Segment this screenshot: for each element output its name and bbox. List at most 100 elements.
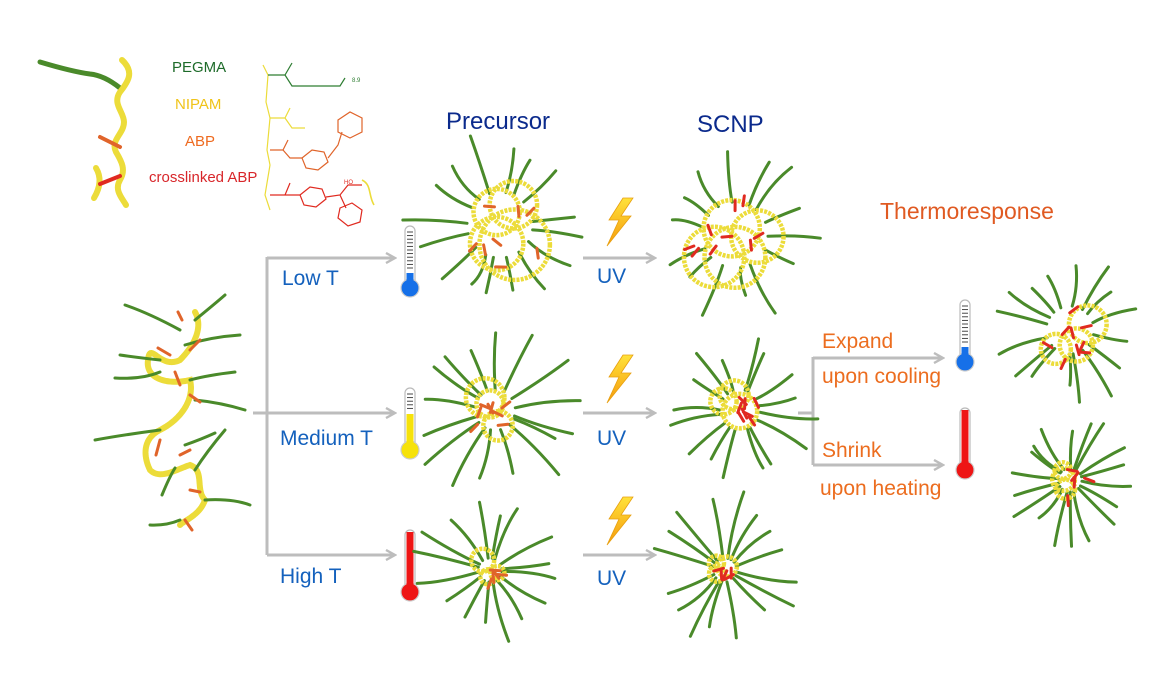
pegma-arm — [1053, 490, 1069, 548]
abp-crosslink — [488, 568, 502, 573]
abp-crosslink — [482, 204, 496, 209]
nipam-loop — [467, 214, 526, 273]
pegma-arm — [1078, 446, 1126, 476]
pegma-arm — [732, 529, 772, 564]
nipam-loop — [681, 224, 747, 290]
pegma-arm — [517, 250, 546, 291]
pegma-arm — [726, 490, 746, 560]
thermometer-hot-2 — [400, 529, 420, 602]
label-medium-t: Medium T — [280, 427, 373, 450]
pegma-arm — [1092, 333, 1129, 343]
abp-pendant — [188, 488, 202, 494]
nipam-loop — [1038, 331, 1074, 367]
abp-crosslink — [468, 242, 478, 253]
pegma-arm — [1080, 479, 1133, 488]
pegma-arm — [758, 410, 820, 421]
label-upon-heating: upon heating — [820, 477, 942, 500]
abp-crosslink — [737, 395, 748, 406]
abp-crosslink — [719, 567, 724, 581]
pegma-arm — [123, 303, 182, 332]
pegma-arm — [709, 426, 732, 461]
pegma-arm — [720, 358, 735, 393]
pegma-arm — [726, 150, 734, 204]
nipam-loop — [702, 224, 768, 291]
pegma-arm — [188, 370, 237, 382]
legend-abp: ABP — [185, 133, 216, 150]
pegma-arm — [469, 349, 489, 393]
abp-crosslink — [491, 237, 503, 247]
nipam-backbone — [111, 57, 133, 208]
lightning-icon-medium — [606, 354, 634, 404]
pegma-arm — [148, 518, 182, 527]
pegma-arm — [492, 331, 498, 392]
pegma-arm — [445, 575, 482, 603]
pegma-arm — [113, 370, 162, 380]
abp-crosslink — [752, 396, 760, 409]
title-precursor: Precursor — [446, 108, 551, 135]
legend-chain-illustration — [37, 57, 133, 208]
abp-crosslink — [525, 206, 536, 217]
abp-crosslink — [1083, 476, 1096, 484]
pegma-arm — [1068, 490, 1074, 548]
pegma-arm — [504, 255, 515, 292]
pegma-arm — [511, 417, 557, 440]
abp-crosslink — [690, 246, 701, 258]
pegma-arm — [747, 160, 771, 207]
abp-crosslink — [491, 571, 496, 585]
pegma-arm — [499, 428, 515, 475]
nanoparticles — [401, 134, 1138, 643]
abp-crosslink — [720, 234, 734, 239]
pegma-arm — [1012, 485, 1062, 519]
pegma-arm — [1076, 487, 1116, 526]
structure-subscript: 8.9 — [352, 78, 361, 84]
abp-pendant — [188, 393, 202, 404]
pegma-arm — [203, 498, 252, 507]
pegma-arm — [450, 164, 481, 201]
nipam-loop — [487, 178, 540, 231]
pegma-arm — [449, 518, 485, 563]
pegma-arm — [669, 412, 722, 427]
pegma-arm — [734, 548, 784, 568]
pegma-arm — [531, 215, 576, 224]
pegma-arm — [721, 428, 737, 480]
pegma-arm — [93, 428, 162, 442]
pegma-arm — [491, 580, 511, 643]
abp-crosslink — [1041, 341, 1054, 350]
abp-crosslink — [1078, 340, 1086, 353]
abp-crosslink — [479, 403, 492, 410]
abp-crosslink — [706, 223, 713, 237]
abp-crosslink — [741, 194, 746, 208]
abp-crosslink — [496, 422, 510, 427]
lightning-icon-high — [606, 496, 634, 546]
pegma-arm — [668, 247, 707, 267]
abp-pendant — [98, 135, 122, 149]
pegma-arm — [512, 158, 532, 197]
thermometer-response-cold — [955, 299, 975, 372]
pegma-arm — [522, 169, 558, 204]
pegma-arm — [729, 513, 759, 562]
nipam-loop — [468, 546, 497, 574]
nipam-loop — [1066, 303, 1109, 346]
pegma-arm — [422, 415, 478, 437]
pegma-arm — [468, 134, 492, 196]
pegma-arm — [1078, 484, 1119, 509]
abp-crosslink — [736, 401, 743, 415]
pegma-arm — [731, 577, 767, 612]
pegma-arm — [670, 218, 705, 229]
abp-crosslink — [475, 406, 483, 419]
scnp-medium-t — [669, 337, 820, 480]
legend-pegma: PEGMA — [172, 59, 227, 76]
pegma-arm — [1030, 347, 1057, 378]
abp-crosslink — [748, 238, 753, 252]
title-thermoresponse: Thermoresponse — [880, 198, 1054, 224]
abp-crosslink — [516, 204, 521, 218]
nipam-loop — [474, 388, 506, 420]
pegma-arm — [748, 262, 777, 315]
pegma-arm — [498, 574, 547, 605]
pegma-arm — [420, 530, 482, 566]
pegma-arm — [504, 147, 516, 195]
pegma-arm — [725, 580, 738, 640]
pegma-arm — [463, 579, 486, 619]
abp-crosslink — [683, 244, 696, 251]
pegma-arm — [118, 353, 162, 362]
